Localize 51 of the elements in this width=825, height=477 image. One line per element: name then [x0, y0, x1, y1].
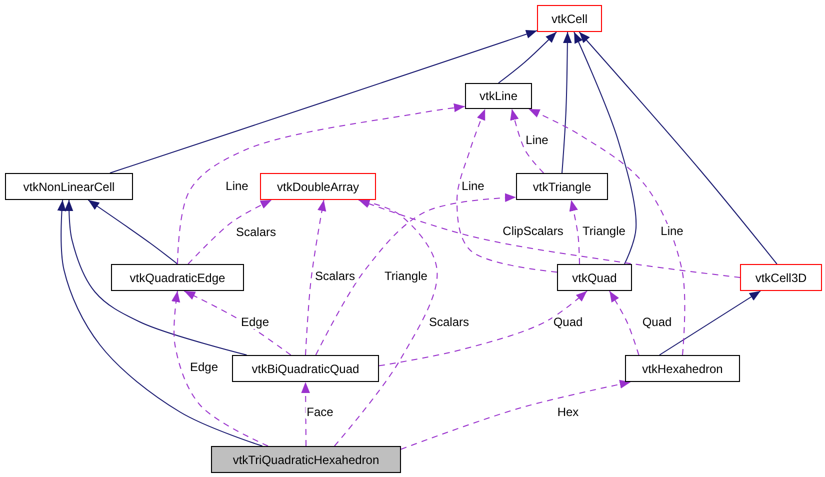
edge-label: Edge	[240, 315, 270, 329]
usage-arrow	[188, 200, 272, 264]
class-box: vtkBiQuadraticQuad	[232, 355, 379, 382]
edge-label: Quad	[641, 315, 673, 329]
usage-arrow	[528, 108, 686, 356]
class-box: vtkDoubleArray	[260, 173, 376, 200]
inheritance-arrow	[88, 200, 178, 264]
usage-arrow	[177, 103, 466, 264]
inheritance-arrow	[57, 200, 263, 446]
edge-label: Line	[224, 179, 250, 193]
inheritance-arrow	[562, 32, 572, 174]
edge-label: Line	[660, 224, 684, 238]
usage-arrow	[510, 108, 544, 174]
class-box: vtkQuad	[557, 264, 632, 291]
usage-arrow	[569, 200, 580, 264]
edge-label: Quad	[552, 315, 584, 329]
class-box: vtkNonLinearCell	[5, 173, 133, 200]
edge-label: Hex	[556, 405, 580, 419]
inheritance-arrow	[109, 30, 538, 174]
class-box: vtkTriangle	[516, 173, 608, 200]
usage-arrow	[171, 290, 268, 446]
inheritance-arrow	[578, 32, 778, 264]
inheritance-arrow	[659, 290, 761, 356]
class-box: vtkCell3D	[740, 264, 822, 291]
usage-arrow	[358, 200, 740, 278]
usage-arrow	[378, 290, 588, 366]
usage-arrow	[400, 380, 632, 450]
usage-arrow	[301, 382, 310, 446]
usage-arrow	[609, 290, 640, 356]
class-box: vtkQuadraticEdge	[111, 264, 244, 291]
class-box: vtkCell	[537, 5, 602, 32]
edge-label: Line	[460, 179, 486, 193]
class-box: vtkLine	[465, 83, 532, 109]
usage-arrow	[184, 290, 292, 356]
usage-arrow	[305, 200, 326, 356]
usage-arrow	[456, 108, 558, 273]
edge-label: Face	[306, 405, 334, 419]
class-box: vtkHexahedron	[625, 355, 740, 382]
edge-label: Triangle	[582, 224, 626, 238]
inheritance-arrow	[498, 32, 557, 84]
edge-label: ClipScalars	[502, 224, 564, 238]
highlighted-class-box: vtkTriQuadraticHexahedron	[211, 446, 401, 473]
edge-label: Scalars	[314, 269, 356, 283]
usage-arrow	[315, 193, 516, 356]
inheritance-arrow	[64, 200, 248, 356]
edge-label: Line	[524, 133, 550, 147]
edge-label: Triangle	[384, 269, 428, 283]
edge-label: Scalars	[235, 225, 277, 239]
edge-label: Edge	[188, 360, 220, 374]
inheritance-arrow	[574, 32, 637, 264]
edge-label: Scalars	[428, 315, 470, 329]
